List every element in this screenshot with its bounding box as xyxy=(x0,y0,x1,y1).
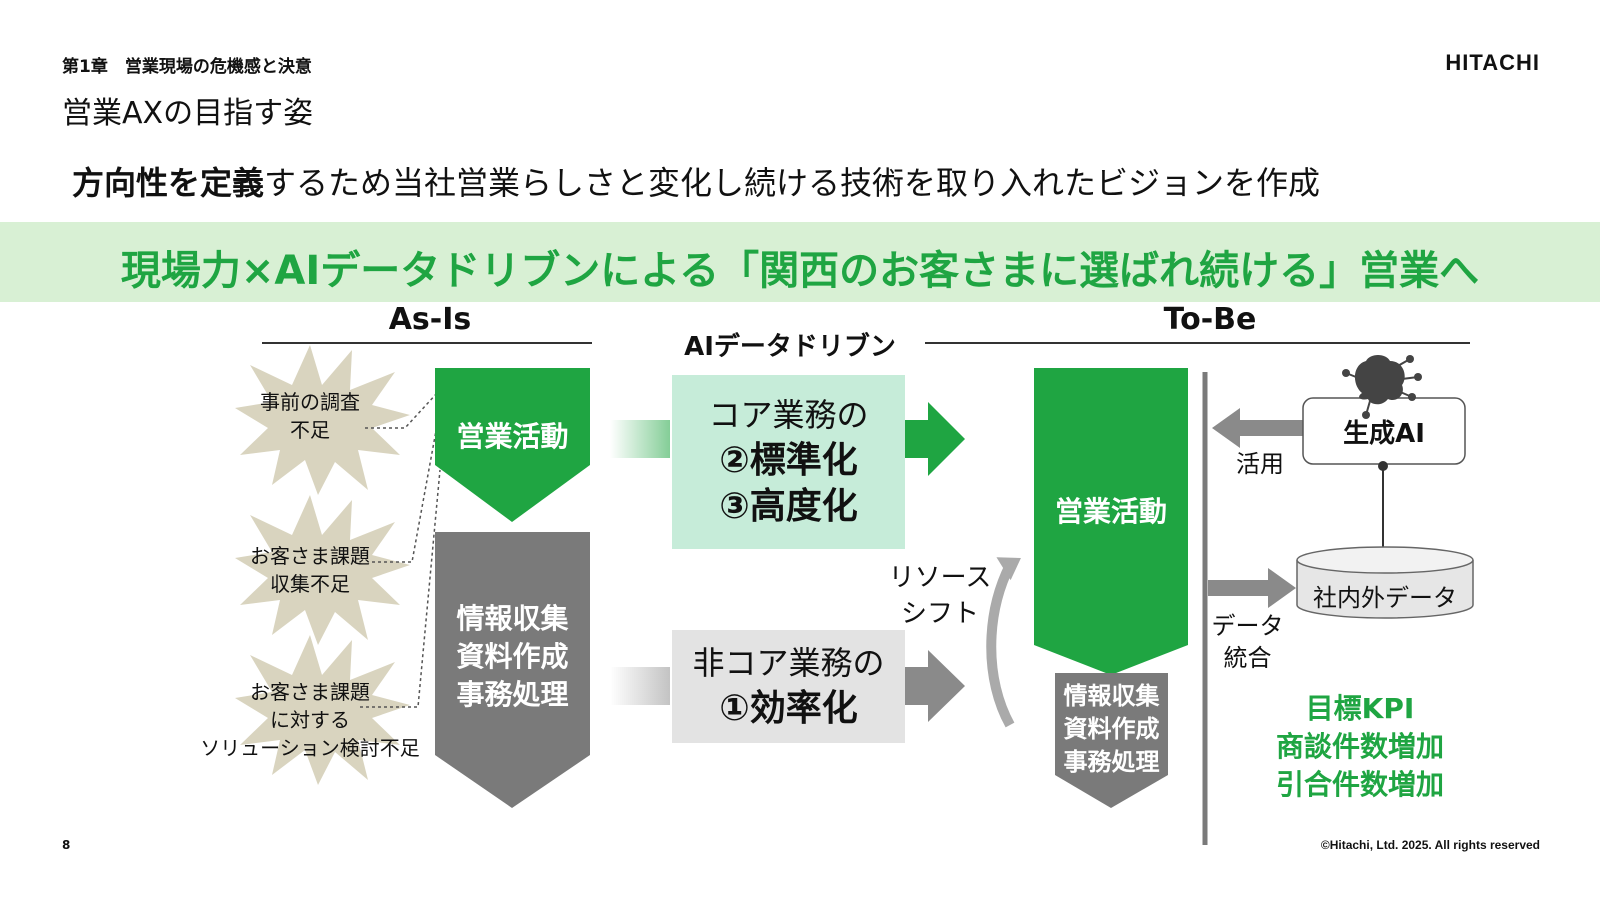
noncore-box-text: 非コア業務の ①効率化 xyxy=(692,644,885,729)
database-label: 社内外データ xyxy=(1313,584,1457,612)
issue-label: お客さま課題に対するソリューション検討不足 xyxy=(200,680,420,760)
lead-emphasis: 方向性を定義 xyxy=(72,164,265,202)
issue-label: 事前の調査不足 xyxy=(260,390,360,442)
core-box-text: コア業務の ②標準化 ③高度化 xyxy=(708,396,869,527)
tobe-noncore-label: 情報収集資料作成事務処理 xyxy=(1063,682,1160,776)
burst-shape xyxy=(235,635,410,785)
vision-banner xyxy=(0,222,1600,302)
database-icon xyxy=(1296,546,1474,619)
tobe-heading: To-Be xyxy=(1163,302,1257,337)
data-integration-arrow xyxy=(1208,568,1296,608)
noncore-arrow-tail xyxy=(610,667,670,705)
burst-shape xyxy=(235,345,410,495)
vision-statement: 現場力×AIデータドリブンによる「関西のお客さまに選ばれ続ける」営業へ xyxy=(120,248,1480,294)
generative-ai-label: 生成AI xyxy=(1343,419,1425,449)
ai-driven-heading: AIデータドリブン xyxy=(684,332,896,362)
burst-shape xyxy=(235,495,410,645)
issue-connector xyxy=(372,419,439,563)
tobe-sales-chevron xyxy=(1034,368,1188,675)
asis-noncore-chevron xyxy=(435,532,590,808)
noncore-box xyxy=(672,630,905,743)
resource-shift-arrowhead xyxy=(996,557,1021,581)
lead-sentence: 方向性を定義するため当社営業らしさと変化し続ける技術を取り入れたビジョンを作成 xyxy=(72,158,1320,204)
ai-use-arrow xyxy=(1212,408,1305,448)
issue-connector xyxy=(365,391,439,429)
use-label: 活用 xyxy=(1236,450,1284,478)
chapter-label: 第1章 営業現場の危機感と決意 xyxy=(62,57,312,77)
asis-sales-chevron xyxy=(435,368,590,522)
ai-db-link-dot xyxy=(1378,461,1388,471)
asis-sales-label: 営業活動 xyxy=(456,420,569,453)
core-box xyxy=(672,375,905,549)
lead-rest: するため当社営業らしさと変化し続ける技術を取り入れたビジョンを作成 xyxy=(264,164,1321,202)
tobe-sales-label: 営業活動 xyxy=(1054,495,1167,528)
resource-shift-arrow xyxy=(986,562,1015,728)
core-arrow-tail xyxy=(610,420,670,458)
issue-label: お客さま課題収集不足 xyxy=(250,544,370,596)
issue-connector xyxy=(360,469,441,708)
core-arrow-head xyxy=(905,402,965,476)
noncore-arrow-head xyxy=(905,650,965,722)
brain-icon xyxy=(1342,355,1422,419)
resource-shift-label: リソースシフト xyxy=(888,563,992,629)
data-integration-label: データ統合 xyxy=(1211,612,1284,672)
tobe-noncore-chevron xyxy=(1055,673,1168,808)
hitachi-logo: HITACHI xyxy=(1445,50,1540,75)
asis-heading: As-Is xyxy=(388,302,472,337)
page-title: 営業AXの目指す姿 xyxy=(62,96,314,131)
copyright: ©Hitachi, Ltd. 2025. All rights reserved xyxy=(1320,838,1540,852)
page-number: 8 xyxy=(62,838,71,852)
asis-noncore-label: 情報収集資料作成事務処理 xyxy=(456,602,569,711)
